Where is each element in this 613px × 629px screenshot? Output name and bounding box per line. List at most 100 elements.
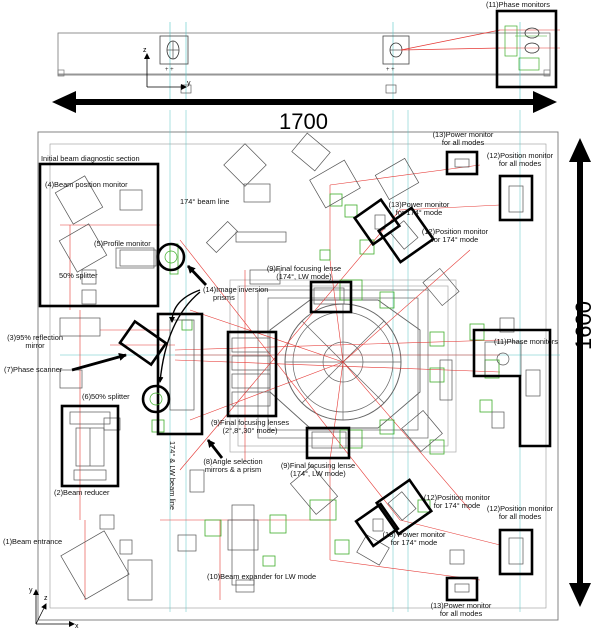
- beam-position-monitor-label: (4)Beam position monitor: [45, 180, 128, 189]
- annotation-arrows: [71, 265, 224, 459]
- height-dimension-label: 1600: [571, 301, 596, 350]
- axis-x-label: x: [75, 623, 79, 629]
- beam-entrance-label: (1)Beam entrance: [3, 537, 63, 546]
- position-monitor-174-top-label: (12)Position monitor for 174° mode: [416, 227, 494, 245]
- phase-monitors-drawing: [484, 341, 541, 397]
- monitor-drawings: [372, 158, 524, 593]
- initial-diagnostic-box: [38, 162, 160, 308]
- final-lense-174-bottom-box: [305, 426, 351, 460]
- side-view: + + + + z y: [57, 9, 560, 100]
- final-lens-drawings: [169, 287, 347, 449]
- final-lense-174-bottom-label: (9)Final focusing lense (174°, LW mode): [276, 461, 360, 479]
- power-monitor-all-bottom-line1: (13)Power monitor: [430, 601, 492, 610]
- beam-line-174-label: 174° beam line: [180, 197, 230, 206]
- power-monitor-174-top-line1: (13)Power monitor: [388, 200, 450, 209]
- splitter-50-top-label: 50% splitter: [59, 271, 98, 280]
- position-monitor-all-top-box: [498, 174, 534, 222]
- position-monitor-all-top-line2: for all modes: [498, 159, 542, 169]
- image-inversion-arrow-1: [169, 289, 201, 323]
- position-monitor-174-top-line2: for 174° mode: [431, 235, 479, 245]
- power-monitor-all-top-line2: for all modes: [441, 138, 485, 148]
- position-monitor-174-bottom-line1: (12)Position monitor: [423, 493, 491, 502]
- splitter-50-circle: [141, 384, 171, 414]
- svg-text:+ +: + +: [165, 67, 174, 73]
- profile-monitor-label: (5)Profile monitor: [94, 239, 151, 248]
- profile-monitor-circle: [156, 242, 186, 272]
- splitter-50-bottom-label: (6)50% splitter: [82, 392, 130, 401]
- beam-reducer-drawing: [69, 411, 111, 481]
- position-monitor-174-top-line1: (12)Position monitor: [421, 227, 489, 236]
- power-monitor-all-top-box: [445, 150, 479, 176]
- angle-selection-line1: (8)Angle selection: [203, 457, 263, 466]
- table-inner-frame: [49, 143, 547, 609]
- power-monitor-all-bottom-line2: for all modes: [439, 609, 483, 619]
- final-lenses-2-8-30-line2: (2°,8°,30° mode): [222, 426, 278, 436]
- side-view-table: [57, 32, 551, 76]
- power-monitor-174-bottom-line2: for 174° mode: [390, 538, 438, 548]
- final-lense-174-top-line2: (174°, LW mode): [276, 272, 332, 282]
- power-monitor-174-top-box: [352, 197, 402, 247]
- laser-beams: [60, 164, 501, 600]
- optical-table: y z x: [29, 110, 560, 629]
- initial-section-label: Initial beam diagnostic section: [41, 154, 140, 163]
- final-lense-174-top-box: [309, 280, 353, 314]
- final-lenses-2-8-30-line1: (9)Final focusing lenses: [210, 418, 290, 427]
- power-monitor-all-top-line1: (13)Power monitor: [432, 130, 494, 139]
- beam-reducer-box: [60, 404, 120, 488]
- reflection-mirror-line1: (3)95% reflection: [7, 333, 63, 342]
- side-axis-z-label: z: [143, 47, 147, 54]
- beam-position-monitor-drawing: [54, 175, 155, 273]
- position-monitor-all-bottom-line1: (12)Position monitor: [486, 504, 554, 513]
- phase-monitors-right-label: (11)Phase monitors: [494, 337, 558, 346]
- phase-scanner-arrow: [71, 353, 127, 372]
- highlight-boxes: [38, 150, 552, 602]
- image-inversion-arrow-2: [157, 291, 201, 383]
- position-monitor-all-top-line1: (12)Position monitor: [486, 151, 554, 160]
- image-inversion-line2: prisms: [213, 293, 235, 303]
- power-monitor-174-top-label: (13)Power monitor for 174° mode: [383, 200, 455, 218]
- position-monitor-all-bottom-line2: for all modes: [498, 512, 542, 522]
- final-lense-174-top-label: (9)Final focusing lense (174°, LW mode): [262, 264, 346, 282]
- side-mount: [159, 35, 189, 65]
- beam-expander-label: (10)Beam expander for LW mode: [207, 572, 317, 581]
- side-axis-y-label: y: [187, 80, 191, 87]
- power-monitor-all-bottom-box: [445, 576, 479, 602]
- phase-monitors-box: [472, 328, 552, 448]
- mechanical-mounts: [59, 132, 515, 601]
- side-phase-monitor-box: [495, 9, 558, 89]
- position-monitor-all-bottom-label: (12)Position monitor for all modes: [480, 504, 560, 522]
- beam-reducer-label: (2)Beam reducer: [54, 488, 110, 497]
- power-monitor-174-bottom-label: (13) Power monitor for 174° mode: [376, 530, 452, 548]
- position-monitor-174-bottom-label: (12)Position monitor for 174° mode: [418, 493, 496, 511]
- final-lense-174-bottom-line1: (9)Final focusing lense: [280, 461, 356, 470]
- table-outer-frame: [37, 131, 559, 621]
- angle-selection-box: [156, 312, 204, 436]
- axis-z-arrow: [35, 603, 47, 625]
- power-monitor-174-bottom-box: [354, 502, 400, 548]
- angle-selection-line2: mirrors & a prism: [204, 465, 262, 475]
- profile-monitor-arrow: [186, 265, 208, 286]
- phase-scanner-box: [118, 319, 168, 367]
- side-phase-monitors-label: (11)Phase monitors: [486, 0, 550, 9]
- position-monitor-174-bottom-line2: for 174° mode: [433, 501, 481, 511]
- axis-y-label: y: [29, 587, 33, 594]
- position-monitor-174-top-box: [376, 206, 436, 264]
- power-monitor-all-bottom-label: (13)Power monitor for all modes: [426, 601, 496, 619]
- width-dimension-label: 1700: [279, 109, 328, 134]
- highlight-circles: [141, 242, 186, 414]
- reflection-mirror-line2: mirror: [25, 341, 45, 351]
- reflection-mirror-label: (3)95% reflection mirror: [0, 333, 70, 351]
- final-lenses-2-8-30-label: (9)Final focusing lenses (2°,8°,30° mode…: [208, 418, 292, 436]
- axis-z-label: z: [44, 595, 48, 602]
- phase-scanner-label: (7)Phase scanner: [4, 365, 63, 374]
- svg-text:+ +: + +: [386, 67, 395, 73]
- image-inversion-label: (14)Image inversion prisms: [203, 285, 269, 303]
- final-lense-174-top-line1: (9)Final focusing lense: [266, 264, 342, 273]
- power-monitor-174-bottom-line1: (13) Power monitor: [382, 530, 446, 539]
- position-monitor-all-bottom-box: [498, 528, 534, 576]
- image-inversion-line1: (14)Image inversion: [203, 285, 269, 294]
- position-monitor-174-bottom-box: [374, 478, 434, 536]
- position-monitor-all-top-label: (12)Position monitor for all modes: [480, 151, 560, 169]
- beam-line-174-lw-label: 174° & LW beam line: [168, 441, 177, 510]
